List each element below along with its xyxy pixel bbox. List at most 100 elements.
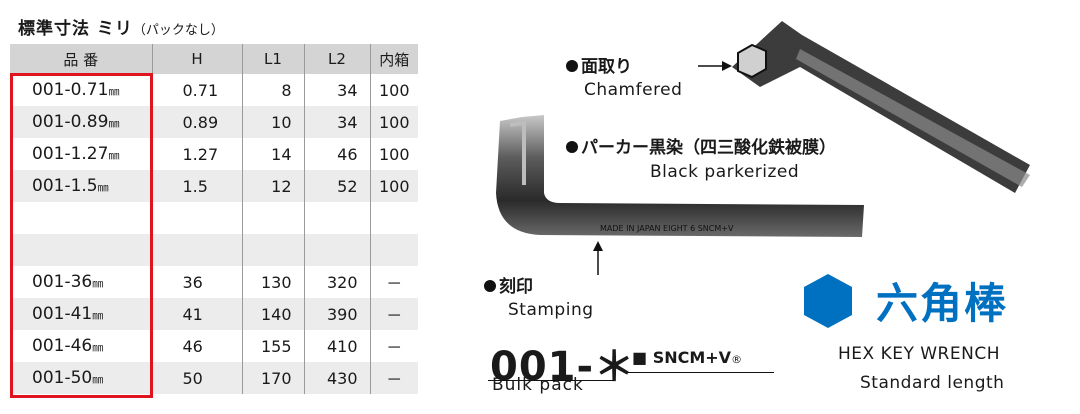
cell-l1: 140 xyxy=(242,298,305,330)
cell-h: 41 xyxy=(152,298,243,330)
cell-l1: 8 xyxy=(242,74,305,106)
table-row xyxy=(10,234,418,266)
unit-suffix: ㎜ xyxy=(108,149,120,162)
cell-l1: 12 xyxy=(242,170,305,202)
cell-l2: 34 xyxy=(304,106,371,138)
material-underline xyxy=(628,372,774,373)
material-label: ■ SNCM+V® xyxy=(632,348,743,367)
product-subtitle-en: Standard length xyxy=(860,373,1005,393)
stamp-text: MADE IN JAPAN EIGHT 6 SNCM+V xyxy=(600,224,734,233)
cell-l1 xyxy=(242,234,305,266)
parker-label-en: Black parkerized xyxy=(650,162,800,182)
cell-h: 46 xyxy=(152,330,243,362)
header-box: 内箱 xyxy=(370,44,418,74)
product-code-caption: Bulk pack xyxy=(492,375,584,395)
part-number-highlight xyxy=(10,73,153,398)
product-title-jp: 六角棒 xyxy=(876,279,1009,328)
unit-suffix: ㎜ xyxy=(108,117,120,130)
header-h: H xyxy=(152,44,243,74)
cell-h: 50 xyxy=(152,362,243,394)
cell-h xyxy=(152,202,243,234)
hex-key-illustration: MADE IN JAPAN EIGHT 6 SNCM+V xyxy=(496,21,1030,275)
cell-inner-box: － xyxy=(370,362,418,394)
cell-inner-box: － xyxy=(370,330,418,362)
cell-part-number: 001-1.27㎜ xyxy=(10,138,153,170)
chamfered-hex-end xyxy=(737,43,767,79)
chamfer-label-jp: 面取り xyxy=(566,52,632,77)
product-title-en: HEX KEY WRENCH xyxy=(838,344,1000,364)
cell-h: 0.71 xyxy=(152,74,243,106)
table-title-sub: （パックなし） xyxy=(132,23,224,38)
stamp-label-en: Stamping xyxy=(508,300,594,320)
cell-l2 xyxy=(304,234,371,266)
table-header-row: 品 番 H L1 L2 内箱 xyxy=(10,44,418,74)
cell-inner-box xyxy=(370,234,418,266)
header-part: 品 番 xyxy=(10,44,153,74)
cell-inner-box: 100 xyxy=(370,106,418,138)
cell-l2: 410 xyxy=(304,330,371,362)
cell-h: 36 xyxy=(152,266,243,298)
cell-part-number: 001-0.71㎜ xyxy=(10,74,153,106)
cell-inner-box: 100 xyxy=(370,74,418,106)
cell-l1: 14 xyxy=(242,138,305,170)
unit-suffix: ㎜ xyxy=(92,309,104,322)
cell-l2: 390 xyxy=(304,298,371,330)
header-l1: L1 xyxy=(242,44,305,74)
cell-part-number: 001-1.5㎜ xyxy=(10,170,153,202)
cell-part-number: 001-46㎜ xyxy=(10,330,153,362)
cell-h: 0.89 xyxy=(152,106,243,138)
hexagon-icon xyxy=(804,274,852,328)
unit-suffix: ㎜ xyxy=(92,341,104,354)
table-title: 標準寸法 ミリ（パックなし） xyxy=(18,14,224,39)
cell-l2: 34 xyxy=(304,74,371,106)
unit-suffix: ㎜ xyxy=(97,181,109,194)
cell-inner-box: － xyxy=(370,298,418,330)
table-row xyxy=(10,202,418,234)
parker-label-jp: パーカー黒染（四三酸化鉄被膜） xyxy=(566,133,836,158)
cell-l1: 130 xyxy=(242,266,305,298)
cell-part-number: 001-50㎜ xyxy=(10,362,153,394)
unit-suffix: ㎜ xyxy=(108,85,120,98)
table-title-main: 標準寸法 ミリ xyxy=(18,19,133,39)
cell-l2: 430 xyxy=(304,362,371,394)
cell-h xyxy=(152,234,243,266)
cell-l2: 320 xyxy=(304,266,371,298)
cell-part-number: 001-41㎜ xyxy=(10,298,153,330)
header-l2: L2 xyxy=(304,44,371,74)
unit-suffix: ㎜ xyxy=(92,277,104,290)
cell-part-number: 001-36㎜ xyxy=(10,266,153,298)
cell-inner-box: 100 xyxy=(370,138,418,170)
bullet-dot-icon xyxy=(566,141,578,153)
cell-l1: 170 xyxy=(242,362,305,394)
chamfer-label-en: Chamfered xyxy=(584,80,683,100)
cell-l2: 46 xyxy=(304,138,371,170)
cell-h: 1.5 xyxy=(152,170,243,202)
cell-h: 1.27 xyxy=(152,138,243,170)
cell-l1 xyxy=(242,202,305,234)
stamp-label-jp: 刻印 xyxy=(484,272,533,297)
cell-part-number xyxy=(10,202,153,234)
bullet-dot-icon xyxy=(566,60,578,72)
cell-inner-box xyxy=(370,202,418,234)
cell-inner-box: － xyxy=(370,266,418,298)
small-wrench xyxy=(496,115,864,237)
bullet-dot-icon xyxy=(484,280,496,292)
cell-l1: 155 xyxy=(242,330,305,362)
product-code-underline xyxy=(488,380,614,381)
cell-l2: 52 xyxy=(304,170,371,202)
cell-l1: 10 xyxy=(242,106,305,138)
unit-suffix: ㎜ xyxy=(92,373,104,386)
cell-inner-box: 100 xyxy=(370,170,418,202)
product-code: 001-＊ xyxy=(490,344,636,390)
cell-part-number: 001-0.89㎜ xyxy=(10,106,153,138)
